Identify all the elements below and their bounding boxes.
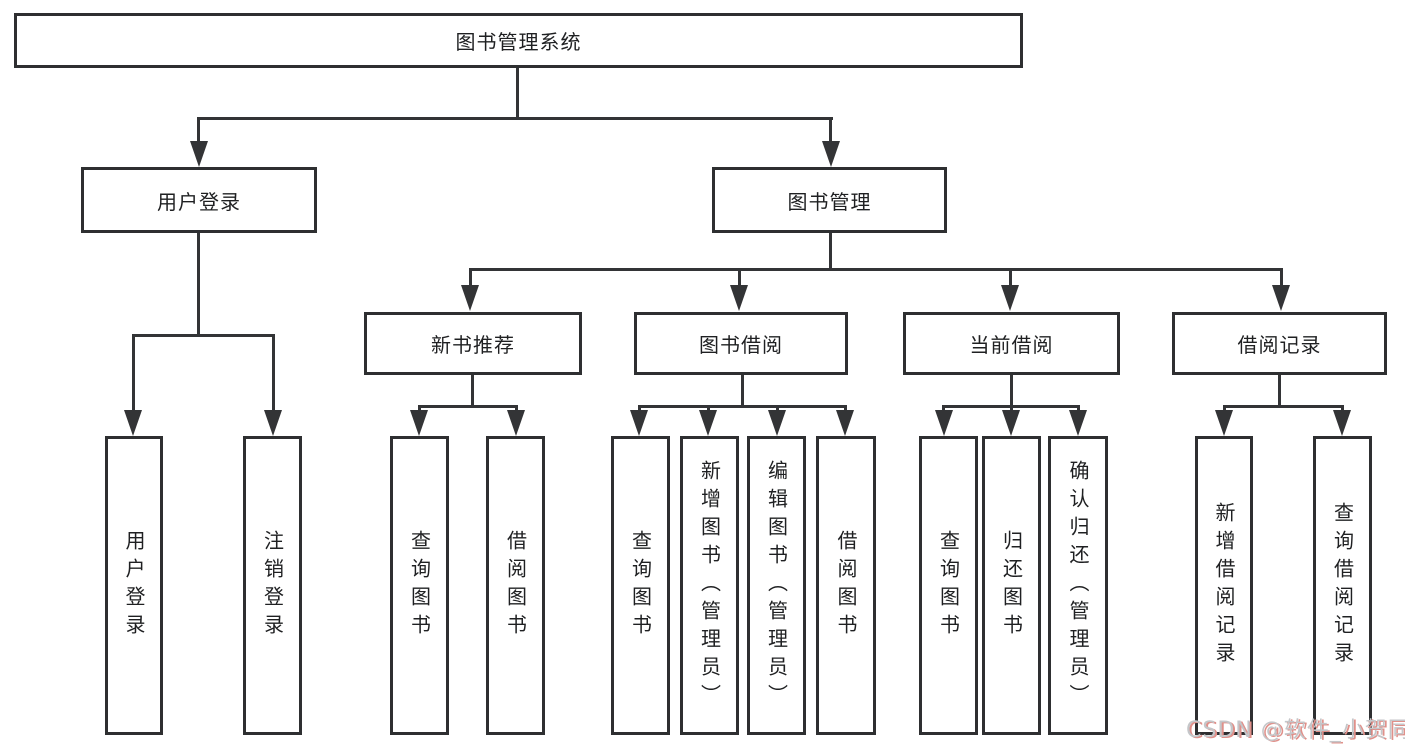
node-new-book-rec-label: 新书推荐 <box>431 333 515 357</box>
leaf-logout: 注销登录 <box>243 436 302 735</box>
arrow-down-icon <box>836 410 854 436</box>
connector-bb-stem <box>741 375 744 407</box>
node-root: 图书管理系统 <box>14 13 1023 68</box>
leaf-logout-label: 注销登录 <box>260 529 285 642</box>
leaf-cb-confirm-return: 确认归还（管理员） <box>1048 436 1108 735</box>
arrow-down-icon <box>1215 410 1233 436</box>
leaf-bb-edit-book-label: 编辑图书（管理员） <box>764 459 789 712</box>
connector-user-login-stem <box>197 233 200 337</box>
connector-user-kids-rail <box>132 334 275 337</box>
connector-drop-book-mgmt <box>829 117 832 147</box>
connector-root-stem <box>516 67 519 120</box>
arrow-down-icon <box>935 410 953 436</box>
node-book-mgmt-label: 图书管理 <box>787 189 872 214</box>
arrow-down-icon <box>124 410 142 436</box>
arrow-down-icon <box>1002 410 1020 436</box>
node-book-borrow-label: 图书借阅 <box>699 333 783 357</box>
connector-nbr-stem <box>471 375 474 407</box>
arrow-down-icon <box>730 285 748 311</box>
node-root-label: 图书管理系统 <box>455 30 582 54</box>
connector-nbr-rail <box>418 405 518 408</box>
leaf-cb-return-book: 归还图书 <box>982 436 1041 735</box>
connector-bb-rail <box>638 405 847 408</box>
node-current-borrow: 当前借阅 <box>903 312 1120 375</box>
arrow-down-icon <box>461 285 479 311</box>
connector-drop-l3 <box>738 268 741 290</box>
leaf-bb-query-book: 查询图书 <box>611 436 670 735</box>
connector-drop-leaf <box>132 334 135 415</box>
node-current-borrow-label: 当前借阅 <box>969 333 1054 357</box>
leaf-nbr-borrow-book-label: 借阅图书 <box>503 529 528 642</box>
connector-cb-stem <box>1010 375 1013 407</box>
connector-br-rail <box>1223 405 1344 408</box>
leaf-user-login: 用户登录 <box>105 436 163 735</box>
leaf-bb-borrow-book: 借阅图书 <box>816 436 876 735</box>
connector-br-stem <box>1278 375 1281 407</box>
leaf-cb-confirm-return-label: 确认归还（管理员） <box>1066 459 1090 712</box>
leaf-cb-return-book-label: 归还图书 <box>999 529 1024 642</box>
arrow-down-icon <box>1069 410 1087 436</box>
leaf-nbr-borrow-book: 借阅图书 <box>486 436 545 735</box>
leaf-br-query-record-label: 查询借阅记录 <box>1330 501 1355 670</box>
arrow-down-icon <box>264 410 282 436</box>
arrow-down-icon <box>699 410 717 436</box>
arrow-down-icon <box>822 141 840 167</box>
leaf-bb-add-book: 新增图书（管理员） <box>680 436 739 735</box>
arrow-down-icon <box>410 410 428 436</box>
arrow-down-icon <box>1001 285 1019 311</box>
arrow-down-icon <box>507 410 525 436</box>
node-borrow-records-label: 借阅记录 <box>1237 333 1322 357</box>
arrow-down-icon <box>768 410 786 436</box>
leaf-cb-query-book-label: 查询图书 <box>936 529 961 642</box>
arrow-down-icon <box>190 141 208 167</box>
leaf-bb-add-book-label: 新增图书（管理员） <box>697 459 722 712</box>
node-user-login: 用户登录 <box>81 167 317 233</box>
leaf-bb-query-book-label: 查询图书 <box>628 529 653 642</box>
node-borrow-records: 借阅记录 <box>1172 312 1387 375</box>
node-book-mgmt: 图书管理 <box>712 167 947 233</box>
leaf-br-query-record: 查询借阅记录 <box>1313 436 1372 735</box>
leaf-br-add-record-label: 新增借阅记录 <box>1212 501 1236 670</box>
connector-drop-user-login <box>197 117 200 147</box>
csdn-watermark: CSDN @软件_小贺同学 <box>1186 718 1405 743</box>
arrow-down-icon <box>630 410 648 436</box>
leaf-nbr-query-book-label: 查询图书 <box>407 529 432 642</box>
leaf-bb-borrow-book-label: 借阅图书 <box>834 529 858 642</box>
leaf-nbr-query-book: 查询图书 <box>390 436 449 735</box>
connector-drop-l3 <box>1009 268 1012 290</box>
node-user-login-label: 用户登录 <box>157 189 241 214</box>
arrow-down-icon <box>1333 410 1351 436</box>
node-book-borrow: 图书借阅 <box>634 312 848 375</box>
connector-drop-leaf <box>272 334 275 415</box>
leaf-user-login-label: 用户登录 <box>122 529 146 642</box>
connector-level3-rail <box>469 268 1283 271</box>
connector-drop-l3 <box>469 268 472 290</box>
node-new-book-rec: 新书推荐 <box>364 312 582 375</box>
connector-drop-l3 <box>1280 268 1283 290</box>
leaf-cb-query-book: 查询图书 <box>919 436 978 735</box>
connector-book-mgmt-stem <box>829 233 832 271</box>
connector-level2-rail <box>197 117 833 120</box>
arrow-down-icon <box>1272 285 1290 311</box>
leaf-br-add-record: 新增借阅记录 <box>1195 436 1253 735</box>
leaf-bb-edit-book: 编辑图书（管理员） <box>747 436 806 735</box>
